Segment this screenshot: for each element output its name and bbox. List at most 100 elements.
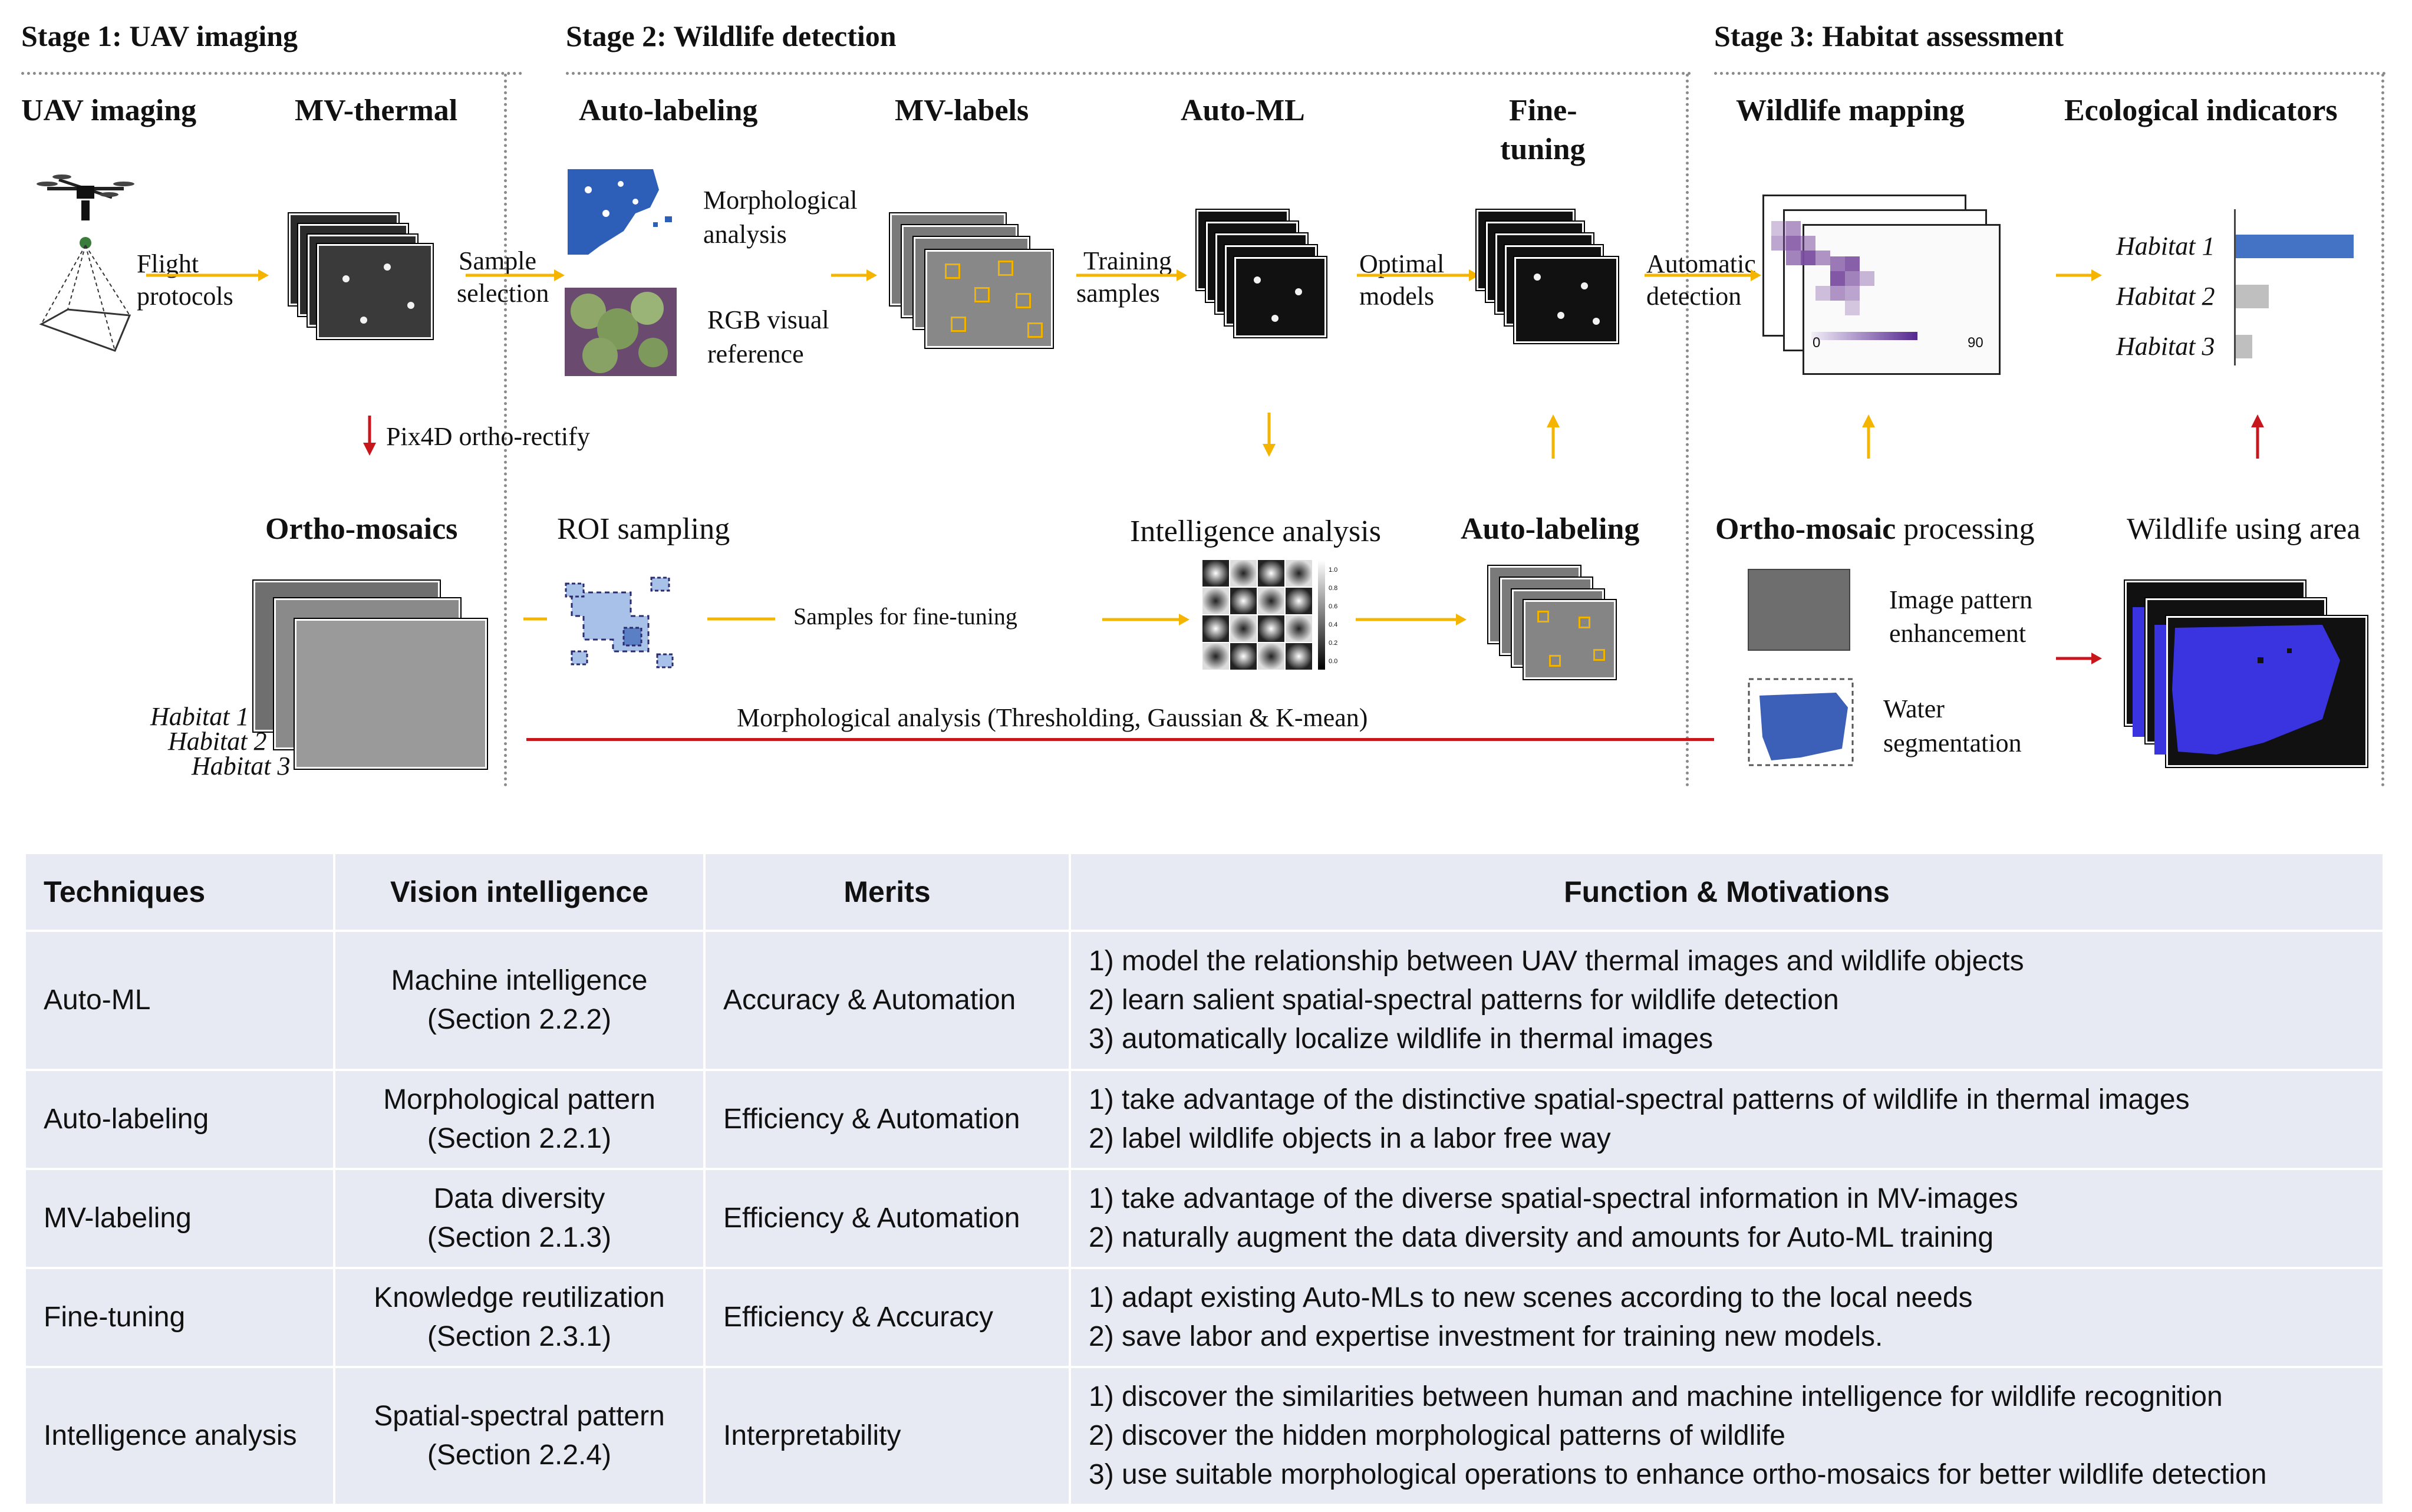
- function-line: 3) automatically localize wildlife in th…: [1089, 1023, 1714, 1055]
- scale-min: 0: [1813, 335, 1821, 351]
- stage1-divider: [21, 72, 522, 75]
- arrow-optimal: [1357, 269, 1480, 281]
- stage3-boundary: [2381, 74, 2384, 787]
- label-rgb-2: reference: [707, 340, 804, 368]
- heat-tick-1: 0.8: [1329, 585, 1338, 592]
- function-line: 1) model the relationship between UAV th…: [1089, 946, 2024, 977]
- function-line: 2) naturally augment the data diversity …: [1089, 1222, 1994, 1253]
- vision-section: (Section 2.1.3): [427, 1222, 612, 1253]
- cell-merits: Efficiency & Automation: [703, 1168, 1071, 1269]
- cell-merits: Interpretability: [703, 1366, 1071, 1506]
- function-line: 1) take advantage of the diverse spatial…: [1089, 1183, 2018, 1214]
- label-automatic-2: detection: [1646, 282, 1742, 311]
- arrow-automl-down: [1263, 413, 1276, 457]
- table-row: Auto-ML Machine intelligence (Section 2.2…: [24, 930, 2385, 1071]
- cell-vision: Knowledge reutilization (Section 2.3.1): [333, 1267, 706, 1368]
- cell-technique: Fine-tuning: [24, 1267, 335, 1368]
- header-techniques: Techniques: [24, 852, 335, 932]
- function-line: 1) discover the similarities between hum…: [1089, 1381, 2223, 1412]
- label-automatic-1: Automatic: [1646, 249, 1756, 278]
- label-pix4d: Pix4D ortho-rectify: [386, 422, 590, 451]
- indicator-bar-3: [2236, 335, 2252, 358]
- label-optimal-1: Optimal: [1359, 249, 1445, 278]
- label-water-2: segmentation: [1883, 729, 2022, 757]
- stage3-divider: [1714, 72, 2386, 75]
- cell-technique: Auto-ML: [24, 930, 335, 1071]
- arrow-finetune-up: [1547, 414, 1560, 459]
- label-habitat-3: Habitat 3: [192, 752, 291, 780]
- arrow-sample: [466, 269, 565, 281]
- cell-merits: Accuracy & Automation: [703, 930, 1071, 1071]
- cell-technique: Auto-labeling: [24, 1069, 335, 1170]
- function-line: 1) take advantage of the distinctive spa…: [1089, 1084, 2190, 1115]
- function-line: 2) save labor and expertise investment f…: [1089, 1321, 1883, 1352]
- function-line: 2) learn salient spatial-spectral patter…: [1089, 984, 1839, 1016]
- stage1-title: Stage 1: UAV imaging: [21, 19, 298, 52]
- line-roi-to-samples: [707, 617, 775, 621]
- heading-wildlife-using-area: Wildlife using area: [2127, 512, 2361, 546]
- label-optimal-2: models: [1359, 282, 1435, 311]
- indicator-bar-2: [2236, 285, 2269, 308]
- arrow-to-intelligence: [1102, 614, 1189, 625]
- heat-tick-5: 0.0: [1329, 658, 1338, 665]
- vision-name: Knowledge reutilization: [374, 1282, 665, 1313]
- label-img-pattern-1: Image pattern: [1889, 585, 2033, 614]
- label-morph-2: analysis: [703, 220, 787, 249]
- stage2-boundary: [1686, 74, 1689, 787]
- label-training-1: Training: [1083, 246, 1172, 275]
- heat-tick-4: 0.2: [1329, 640, 1338, 647]
- vision-section: (Section 2.2.2): [427, 1004, 612, 1035]
- indicator-axis: [2234, 209, 2236, 365]
- function-line: 3) use suitable morphological operations…: [1089, 1459, 2267, 1490]
- heading-auto-labeling: Auto-labeling: [579, 94, 758, 127]
- vision-name: Spatial-spectral pattern: [374, 1401, 665, 1432]
- header-merits: Merits: [703, 852, 1071, 932]
- morph-red-line: [526, 738, 1714, 741]
- stage2-divider: [566, 72, 1692, 75]
- table-row: Intelligence analysis Spatial-spectral p…: [24, 1366, 2385, 1506]
- vision-name: Morphological pattern: [383, 1084, 655, 1115]
- cell-vision: Machine intelligence (Section 2.2.2): [333, 930, 706, 1071]
- label-water-1: Water: [1883, 694, 1945, 723]
- enhancement-image: [1748, 569, 1850, 651]
- arrow-to-indicators: [2056, 269, 2102, 281]
- heading-fine-tuning-2: tuning: [1500, 133, 1586, 166]
- header-functions: Function & Motivations: [1069, 852, 2385, 932]
- cell-vision: Spatial-spectral pattern (Section 2.2.4): [333, 1366, 706, 1506]
- vision-name: Machine intelligence: [391, 965, 648, 996]
- heading-ortho-bold: Ortho-mosaic: [1715, 512, 1896, 546]
- drone-icon: [37, 174, 134, 352]
- header-vision: Vision intelligence: [333, 852, 706, 932]
- stage1-boundary: [504, 74, 507, 787]
- indicator-label-3: Habitat 3: [2116, 332, 2215, 361]
- arrow-flight: [146, 269, 269, 281]
- cell-technique: Intelligence analysis: [24, 1366, 335, 1506]
- water-segmentation-image: [1748, 678, 1854, 766]
- vision-section: (Section 2.2.4): [427, 1439, 612, 1471]
- function-line: 1) adapt existing Auto-MLs to new scenes…: [1089, 1282, 1973, 1313]
- arrow-mapping-up: [1862, 414, 1875, 459]
- line-ortho-to-roi: [523, 617, 547, 621]
- vision-section: (Section 2.3.1): [427, 1321, 612, 1352]
- density-heatmap: [1771, 221, 1917, 340]
- arrow-automatic: [1645, 269, 1761, 281]
- roi-shape: [565, 577, 674, 668]
- cell-functions: 1) adapt existing Auto-MLs to new scenes…: [1069, 1267, 2385, 1368]
- arrow-training: [1076, 269, 1187, 281]
- vision-section: (Section 2.2.1): [427, 1123, 612, 1154]
- heat-tick-0: 1.0: [1329, 566, 1338, 574]
- table-row: Fine-tuning Knowledge reutilization (Sect…: [24, 1267, 2385, 1368]
- heading-ecological-indicators: Ecological indicators: [2064, 94, 2338, 127]
- indicator-bar-1: [2236, 235, 2354, 258]
- heading-roi-sampling: ROI sampling: [557, 512, 730, 546]
- table-row: Auto-labeling Morphological pattern (Sect…: [24, 1069, 2385, 1170]
- cell-vision: Morphological pattern (Section 2.2.1): [333, 1069, 706, 1170]
- arrow-to-auto-labeling: [1356, 614, 1467, 625]
- water-area-masks: [2133, 607, 2340, 755]
- function-line: 2) discover the hidden morphological pat…: [1089, 1420, 1785, 1451]
- cell-technique: MV-labeling: [24, 1168, 335, 1269]
- rgb-image: [565, 288, 677, 376]
- label-training-2: samples: [1076, 279, 1160, 308]
- label-flight-1: Flight: [137, 249, 199, 278]
